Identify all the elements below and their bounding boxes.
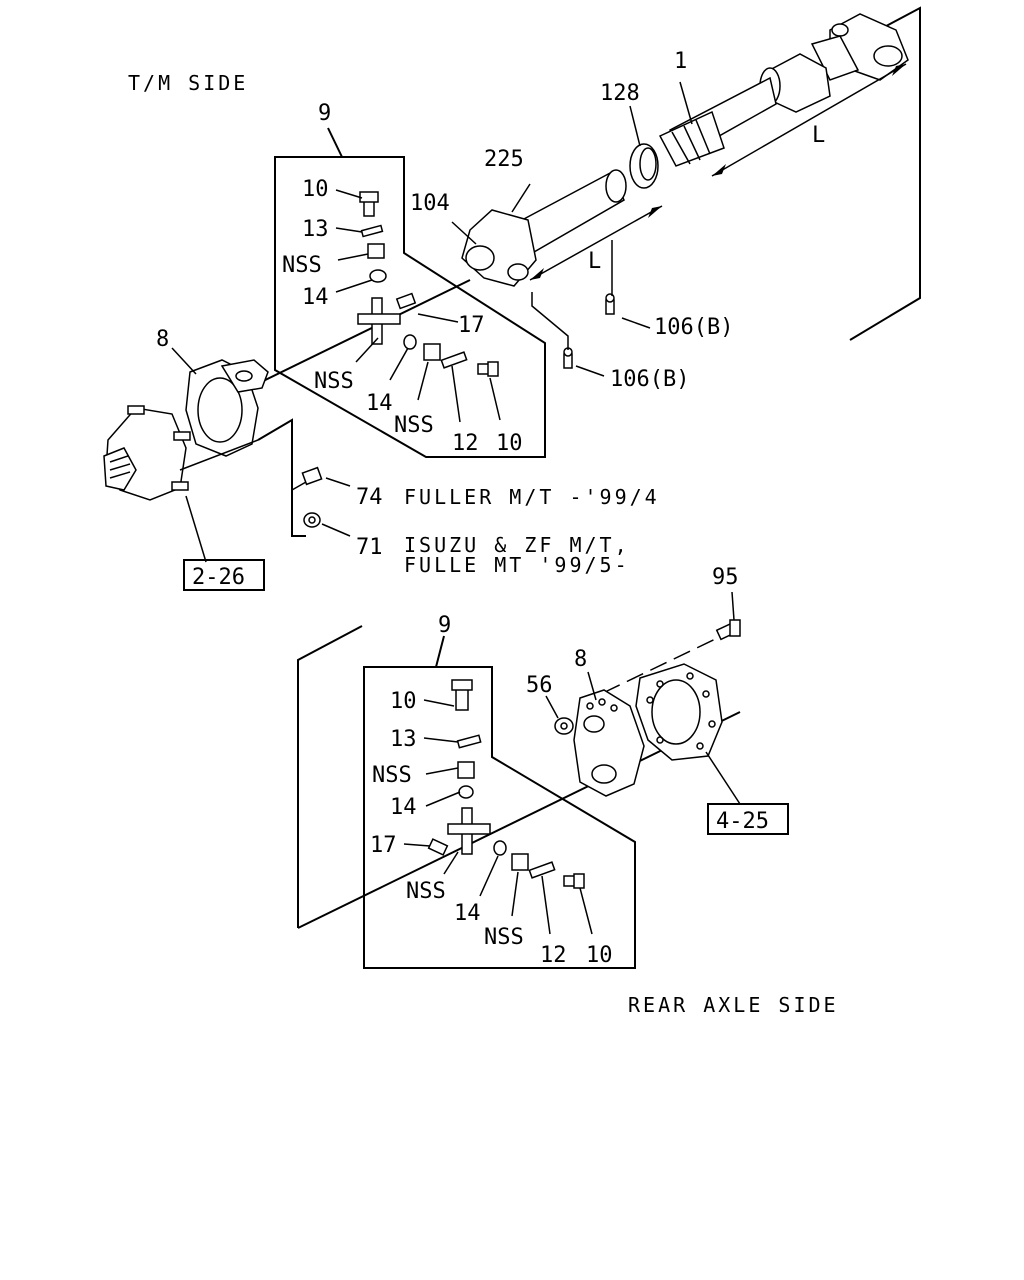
needle-bearing-part <box>423 343 441 361</box>
seal-part <box>403 334 417 350</box>
needle-bearing-part <box>457 761 475 779</box>
callout-1: 1 <box>674 49 687 74</box>
isuzu-note-line1: ISUZU & ZF M/T, <box>404 533 630 557</box>
callout-10-lower-b: 10 <box>586 943 613 968</box>
flange-yoke-part <box>461 209 537 287</box>
lock-plate-part <box>456 734 482 749</box>
bolt-part <box>451 679 473 711</box>
length-label-1: L <box>812 123 825 148</box>
callout-nss-upper-c: NSS <box>394 413 434 438</box>
length-arrow-2 <box>529 205 663 281</box>
callout-10-upper-b: 10 <box>496 431 523 456</box>
callout-nss-upper-a: NSS <box>282 253 322 278</box>
callout-8-lower: 8 <box>574 647 587 672</box>
callout-9-upper: 9 <box>318 101 331 126</box>
grease-fitting-part <box>427 838 449 856</box>
lock-plate-part <box>528 861 556 879</box>
sleeve-yoke-shaft-part <box>521 169 627 254</box>
flange-nut-part <box>554 717 574 735</box>
callout-nss-lower-c: NSS <box>484 925 524 950</box>
callout-nss-lower-a: NSS <box>372 763 412 788</box>
callout-128: 128 <box>600 81 640 106</box>
grease-nipple-part <box>563 347 573 369</box>
callout-17-lower: 17 <box>370 833 397 858</box>
callout-104: 104 <box>410 191 450 216</box>
joint-kit-box <box>274 156 546 458</box>
seal-part <box>369 269 387 283</box>
lower-outline-bracket <box>297 625 363 928</box>
lock-plate-part <box>360 224 384 238</box>
shaft-axis-line <box>254 279 471 386</box>
callout-14-lower-b: 14 <box>454 901 481 926</box>
seal-part <box>493 840 507 856</box>
shaft-outline-bracket <box>849 6 921 341</box>
seal-part <box>458 785 474 799</box>
callout-74: 74 <box>356 485 383 510</box>
needle-bearing-part <box>367 243 385 259</box>
lock-plate-part <box>440 351 468 369</box>
seal-ring-part <box>629 143 659 189</box>
ref-box-2-26 <box>183 559 265 591</box>
ref-box-4-25 <box>707 803 789 835</box>
flange-bolt-part <box>301 466 323 486</box>
cross-spider-part <box>447 807 491 855</box>
axle-flange-part <box>635 663 741 805</box>
callout-225: 225 <box>484 147 524 172</box>
propeller-shaft-part <box>658 53 831 167</box>
callout-14-lower-a: 14 <box>390 795 417 820</box>
callout-12-lower: 12 <box>540 943 567 968</box>
rear-axle-side-caption: REAR AXLE SIDE <box>628 993 839 1017</box>
callout-12-upper: 12 <box>452 431 479 456</box>
callout-9-lower: 9 <box>438 613 451 638</box>
bolt-part <box>359 191 379 217</box>
isuzu-note-line2: FULLE MT '99/5- <box>404 553 630 577</box>
callout-95: 95 <box>712 565 739 590</box>
needle-bearing-part <box>511 853 529 871</box>
callout-14-upper-b: 14 <box>366 391 393 416</box>
callout-106b-lower: 106(B) <box>610 367 689 392</box>
bolt-part <box>563 873 585 889</box>
callout-10-lower-a: 10 <box>390 689 417 714</box>
grease-fitting-part <box>395 292 417 310</box>
callout-10-upper-a: 10 <box>302 177 329 202</box>
end-yoke-part <box>810 13 909 81</box>
callout-56: 56 <box>526 673 553 698</box>
callout-13-lower: 13 <box>390 727 417 752</box>
callout-17-upper: 17 <box>458 313 485 338</box>
transmission-hub-part <box>103 405 207 563</box>
callout-nss-lower-b: NSS <box>406 879 446 904</box>
callout-13-upper: 13 <box>302 217 329 242</box>
callout-71: 71 <box>356 535 383 560</box>
length-arrow-1 <box>711 63 907 177</box>
fastener-callout-bracket <box>257 418 306 537</box>
flange-bolt-part <box>715 619 741 641</box>
joint-kit-box <box>363 666 636 969</box>
ref-label-2-26: 2-26 <box>192 565 245 590</box>
cross-spider-part <box>357 297 401 345</box>
ref-label-4-25: 4-25 <box>716 809 769 834</box>
bolt-part <box>477 361 499 377</box>
callout-14-upper-a: 14 <box>302 285 329 310</box>
companion-flange-part <box>171 347 269 457</box>
callout-8-upper: 8 <box>156 327 169 352</box>
grease-nipple-part <box>605 293 615 315</box>
callout-106b-upper: 106(B) <box>654 315 733 340</box>
fuller-note: FULLER M/T -'99/4 <box>404 485 660 509</box>
end-yoke-flange-part <box>573 689 645 797</box>
length-label-2: L <box>588 249 601 274</box>
flange-nut-part <box>303 512 321 528</box>
callout-nss-upper-b: NSS <box>314 369 354 394</box>
transmission-side-caption: T/M SIDE <box>128 71 248 95</box>
